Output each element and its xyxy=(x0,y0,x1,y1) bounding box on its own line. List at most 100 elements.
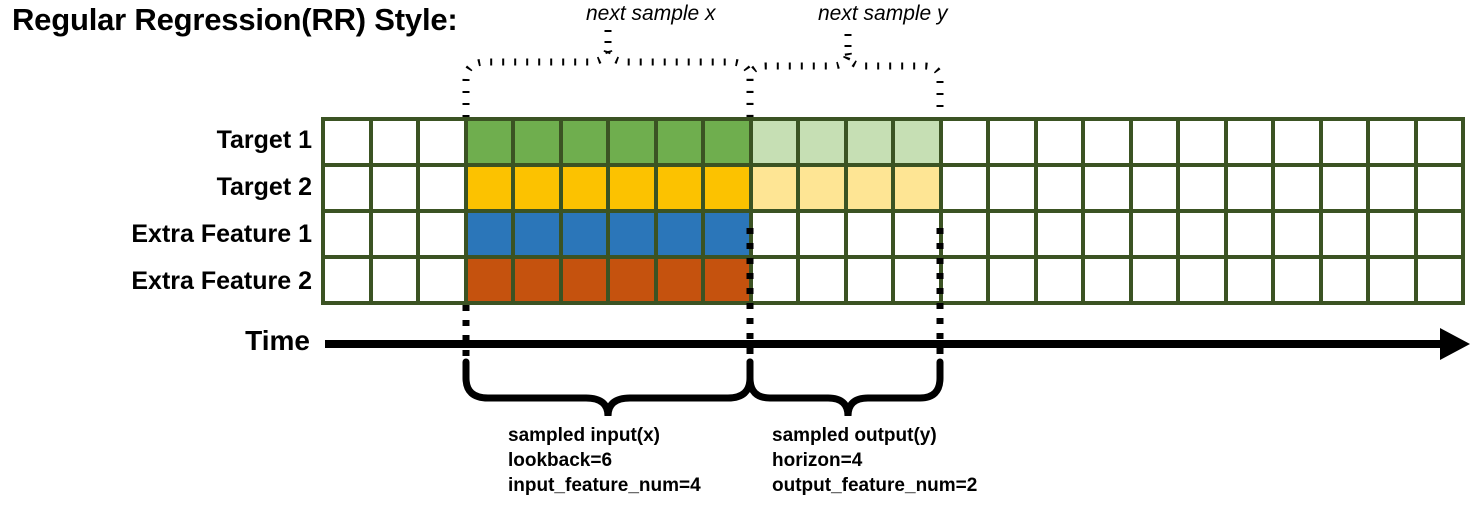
grid-cell xyxy=(562,213,606,255)
grid-cell xyxy=(895,213,939,255)
caption-output-line2: horizon=4 xyxy=(772,450,863,471)
grid-cell xyxy=(847,167,891,209)
grid-cell xyxy=(420,167,464,209)
grid-cell xyxy=(847,121,891,163)
grid-cell xyxy=(562,167,606,209)
time-axis-label: Time xyxy=(245,325,310,356)
caption-sampled-output: sampled output(y) horizon=4 output_featu… xyxy=(772,423,977,498)
brace-sampled-output xyxy=(746,358,944,417)
grid-cell xyxy=(895,121,939,163)
grid-cell xyxy=(372,213,416,255)
grid-cell xyxy=(1132,259,1176,301)
grid-cell xyxy=(467,167,511,209)
grid-cell xyxy=(657,259,701,301)
grid-cell xyxy=(1037,213,1081,255)
grid-cell xyxy=(1085,259,1129,301)
grid-cell xyxy=(800,213,844,255)
grid-cell xyxy=(1227,121,1271,163)
caption-input-line1: sampled input(x) xyxy=(508,425,661,446)
timeline-grid xyxy=(321,117,1465,305)
grid-cell xyxy=(657,121,701,163)
grid-cell xyxy=(325,121,369,163)
grid-cell xyxy=(467,121,511,163)
dotted-brace-next-sample-y xyxy=(746,49,944,117)
grid-cell xyxy=(1370,259,1414,301)
grid-cell xyxy=(515,121,559,163)
grid-cell xyxy=(610,121,654,163)
grid-cell xyxy=(657,213,701,255)
dotted-brace-next-sample-x xyxy=(462,45,754,117)
grid-cell xyxy=(562,121,606,163)
grid-cell xyxy=(1037,167,1081,209)
grid-cell xyxy=(752,259,796,301)
caption-output-line1: sampled output(y) xyxy=(772,425,937,446)
grid-cell xyxy=(942,259,986,301)
grid-cell xyxy=(420,213,464,255)
page-title: Regular Regression(RR) Style: xyxy=(12,2,458,37)
grid-cell xyxy=(705,213,749,255)
caption-sampled-input: sampled input(x) lookback=6 input_featur… xyxy=(508,423,701,498)
time-axis-arrowhead xyxy=(1440,328,1470,360)
grid-cell xyxy=(1417,167,1461,209)
row-label-extra-feature-2: Extra Feature 2 xyxy=(131,267,312,295)
grid-cell xyxy=(942,213,986,255)
grid-cell xyxy=(705,121,749,163)
grid-cell xyxy=(1275,213,1319,255)
grid-cell xyxy=(752,121,796,163)
grid-cell xyxy=(562,259,606,301)
grid-cell xyxy=(1417,259,1461,301)
caption-output-line3: output_feature_num=2 xyxy=(772,475,978,496)
grid-cell xyxy=(1132,167,1176,209)
grid-cell xyxy=(942,167,986,209)
grid-cell xyxy=(1322,167,1366,209)
grid-cell xyxy=(800,259,844,301)
row-label-target-2: Target 2 xyxy=(216,173,312,201)
grid-cell xyxy=(610,167,654,209)
grid-cell xyxy=(1417,121,1461,163)
grid-cell xyxy=(657,167,701,209)
grid-cell xyxy=(1275,167,1319,209)
grid-cell xyxy=(1037,121,1081,163)
grid-cell xyxy=(990,213,1034,255)
grid-cell xyxy=(1180,213,1224,255)
grid-cell xyxy=(847,259,891,301)
grid-cell xyxy=(420,259,464,301)
grid-cell xyxy=(420,121,464,163)
grid-cell xyxy=(1322,259,1366,301)
grid-cell xyxy=(372,259,416,301)
grid-cell xyxy=(1227,213,1271,255)
grid-cell xyxy=(1417,213,1461,255)
grid-cell xyxy=(467,259,511,301)
brace-sampled-input xyxy=(462,358,754,417)
grid-cell xyxy=(610,213,654,255)
grid-cell xyxy=(1227,167,1271,209)
caption-input-line3: input_feature_num=4 xyxy=(508,475,701,496)
grid-cell xyxy=(372,121,416,163)
row-label-column: Target 1 Target 2 Extra Feature 1 Extra … xyxy=(0,117,312,305)
grid-cell xyxy=(705,259,749,301)
grid-cell xyxy=(1085,121,1129,163)
grid-cell xyxy=(1085,167,1129,209)
grid-cell xyxy=(325,167,369,209)
grid-cell xyxy=(990,259,1034,301)
annotation-next-sample-y: next sample y xyxy=(818,2,948,25)
caption-input-line2: lookback=6 xyxy=(508,450,613,471)
grid-cell xyxy=(325,259,369,301)
grid-cell xyxy=(1370,167,1414,209)
grid-cell xyxy=(990,121,1034,163)
grid-cell xyxy=(1180,167,1224,209)
grid-cell xyxy=(610,259,654,301)
grid-cell xyxy=(1037,259,1081,301)
annotation-next-sample-x: next sample x xyxy=(586,2,716,25)
grid-cell xyxy=(752,167,796,209)
grid-cell xyxy=(515,259,559,301)
grid-cell xyxy=(1132,121,1176,163)
grid-cell xyxy=(1085,213,1129,255)
grid-cell xyxy=(515,167,559,209)
grid-cell xyxy=(1370,121,1414,163)
grid-cell xyxy=(325,213,369,255)
grid-cell xyxy=(1132,213,1176,255)
grid-cell xyxy=(990,167,1034,209)
grid-cell xyxy=(1180,121,1224,163)
